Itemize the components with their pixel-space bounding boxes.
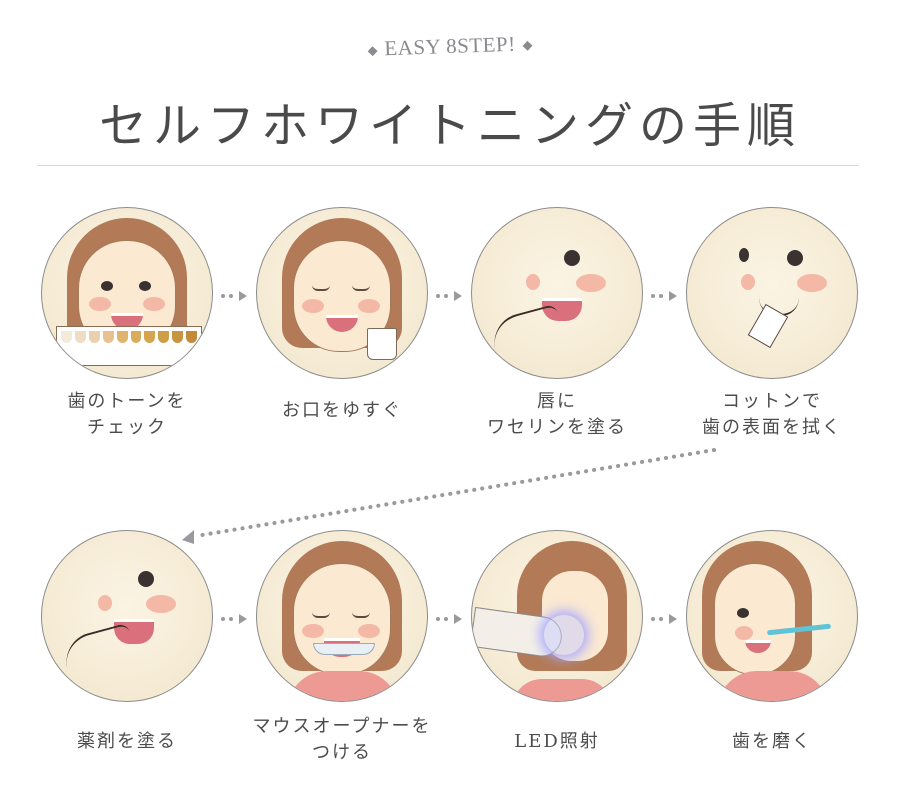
- face-shape: [293, 563, 391, 676]
- eye-icon: [138, 571, 154, 587]
- step-4-illustration: [686, 207, 858, 379]
- cheek-icon: [576, 274, 606, 292]
- cheek-icon: [358, 624, 380, 639]
- step-8-illustration: [686, 530, 858, 702]
- eye-icon: [737, 608, 749, 619]
- cheek-icon: [302, 299, 324, 314]
- closed-eye-icon: [312, 612, 330, 619]
- step-arrow: [651, 614, 677, 624]
- eye-icon: [564, 250, 580, 266]
- step-arrow: [436, 291, 462, 301]
- page-title: セルフホワイトニングの手順: [98, 98, 801, 154]
- step-5-illustration: [41, 530, 213, 702]
- face-shape: [714, 563, 796, 676]
- eye-icon: [787, 250, 803, 266]
- mouth-icon: [542, 298, 582, 321]
- cheek-icon: [358, 299, 380, 314]
- closed-eye-icon: [312, 285, 330, 292]
- cup-icon: [367, 328, 397, 360]
- cheek-icon: [741, 274, 755, 290]
- arrow-right-icon: [454, 291, 462, 301]
- arrow-right-icon: [669, 614, 677, 624]
- closed-eye-icon: [352, 612, 370, 619]
- shirt-shape: [717, 671, 829, 701]
- step-4-label: コットンで歯の表面を拭く: [702, 391, 842, 438]
- diamond-icon: [367, 45, 378, 56]
- hand-shape: [59, 622, 139, 682]
- cheek-icon: [146, 595, 176, 613]
- closed-eye-icon: [352, 285, 370, 292]
- cheek-icon: [797, 274, 827, 292]
- step-arrow: [221, 291, 247, 301]
- arrow-right-icon: [239, 614, 247, 624]
- face-shape: [293, 240, 391, 353]
- step-5-label: 薬剤を塗る: [77, 731, 177, 752]
- step-6-illustration: [256, 530, 428, 702]
- row-connector-arrow: [182, 448, 716, 544]
- step-2-illustration: [256, 207, 428, 379]
- step-arrow: [651, 291, 677, 301]
- diamond-icon: [522, 40, 533, 51]
- shade-chart: [56, 326, 202, 366]
- step-1-label: 歯のトーンをチェック: [67, 391, 187, 438]
- arrow-left-icon: [182, 530, 194, 544]
- step-2-label: お口をゆすぐ: [282, 400, 402, 421]
- eye-icon: [101, 281, 113, 292]
- mouth-opener-icon: [313, 643, 375, 655]
- arrow-right-icon: [669, 291, 677, 301]
- step-3-label: 唇にワセリンを塗る: [487, 391, 627, 438]
- led-glow-icon: [544, 615, 584, 655]
- step-7-illustration: [471, 530, 643, 702]
- eye-icon: [739, 248, 749, 262]
- step-arrow: [436, 614, 462, 624]
- step-1-illustration: [41, 207, 213, 379]
- mouth-icon: [745, 640, 771, 654]
- shirt-shape: [512, 679, 612, 701]
- cheek-icon: [302, 624, 324, 639]
- mouth-icon: [326, 315, 358, 333]
- step-8-label: 歯を磨く: [732, 731, 812, 752]
- shirt-shape: [287, 671, 399, 701]
- step-3-illustration: [471, 207, 643, 379]
- cheek-icon: [98, 595, 112, 611]
- hand-shape: [487, 303, 567, 363]
- cheek-icon: [526, 274, 540, 290]
- arrow-right-icon: [454, 614, 462, 624]
- mouth-icon: [114, 619, 154, 644]
- eyebrow-text: EASY 8STEP!: [383, 31, 517, 61]
- eye-icon: [139, 281, 151, 292]
- eyebrow-heading: EASY 8STEP!: [0, 18, 900, 74]
- cheek-icon: [143, 297, 165, 312]
- title-divider: [38, 165, 858, 166]
- arrow-right-icon: [239, 291, 247, 301]
- step-7-label: LED照射: [514, 731, 600, 752]
- cheek-icon: [89, 297, 111, 312]
- step-6-label: マウスオープナーをつける: [252, 716, 432, 763]
- step-arrow: [221, 614, 247, 624]
- cheek-icon: [735, 626, 753, 641]
